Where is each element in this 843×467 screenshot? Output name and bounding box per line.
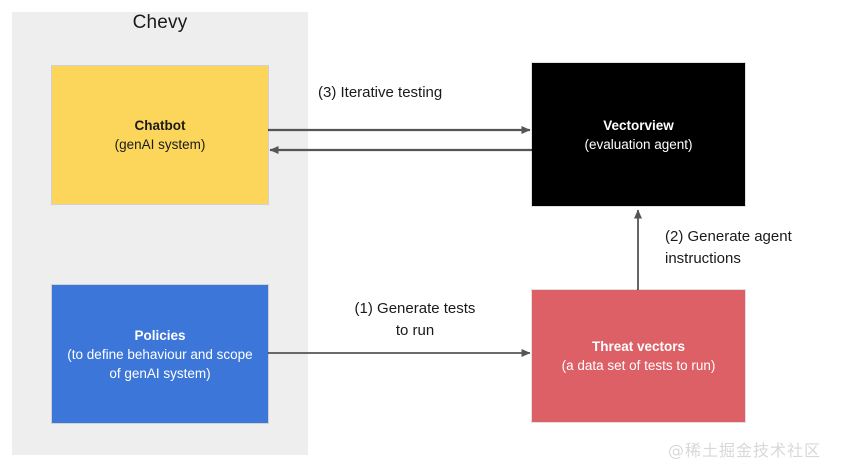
watermark: @稀土掘金技术社区 <box>668 441 822 460</box>
node-threat-vectors[interactable]: Threat vectors (a data set of tests to r… <box>532 290 745 422</box>
edge-1-label: (1) Generate tests to run <box>354 300 476 339</box>
node-policies[interactable]: Policies (to define behaviour and scope … <box>52 285 268 423</box>
node-threat-vectors-subtitle: (a data set of tests to run) <box>561 358 716 373</box>
node-vectorview[interactable]: Vectorview (evaluation agent) <box>532 63 745 206</box>
node-chatbot-title: Chatbot <box>134 118 186 133</box>
node-vectorview-title: Vectorview <box>603 117 674 133</box>
group-panel-label: Chevy <box>132 12 188 33</box>
node-policies-title: Policies <box>134 327 186 343</box>
edge-3-label: (3) Iterative testing <box>318 84 443 101</box>
node-vectorview-subtitle: (evaluation agent) <box>584 136 693 152</box>
node-chatbot[interactable]: Chatbot (genAI system) <box>52 66 268 204</box>
node-policies-subtitle: (to define behaviour and scope of genAI … <box>67 346 253 381</box>
edge-2-label: (2) Generate agent instructions <box>665 228 792 267</box>
node-chatbot-subtitle: (genAI system) <box>114 137 206 152</box>
node-threat-vectors-title: Threat vectors <box>591 339 686 354</box>
